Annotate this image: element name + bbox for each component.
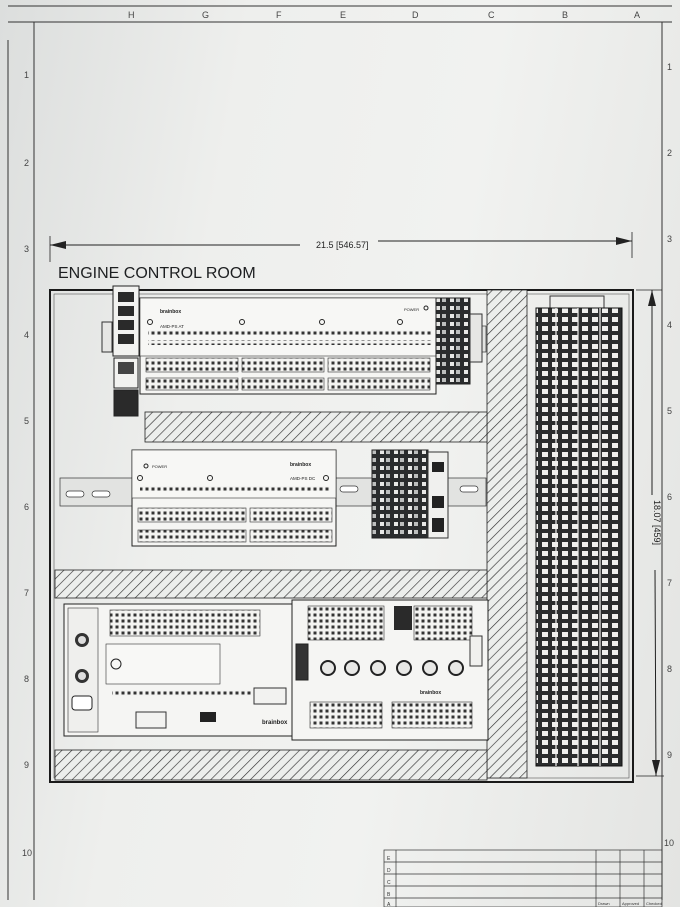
zone-number: 1 xyxy=(24,70,29,80)
zone-number: 3 xyxy=(667,234,672,244)
zone-number: 5 xyxy=(24,416,29,426)
top-zone-letters: H G F E D C B A xyxy=(128,10,640,20)
zone-number: 9 xyxy=(667,750,672,760)
revision-letter: E xyxy=(387,856,391,862)
revision-letter: B xyxy=(387,892,391,898)
wire-duct-middle xyxy=(54,569,488,599)
zone-letter: E xyxy=(340,10,346,20)
zone-number: 1 xyxy=(667,62,672,72)
side-zone-numbers-right: 1 2 3 4 5 6 7 8 9 10 xyxy=(664,62,674,848)
zone-letter: F xyxy=(276,10,282,20)
title-block-footer-label: Approved xyxy=(622,901,639,906)
vertical-wire-duct xyxy=(486,289,528,779)
io-module-2-model: AMD-PS DC xyxy=(290,476,316,481)
height-dimension-label: 18.07 [459] xyxy=(652,500,662,545)
zone-number: 3 xyxy=(24,244,29,254)
title-block-labels: E D C B A Drawn Approved Checked xyxy=(387,856,662,907)
terminal-strip-right xyxy=(535,295,623,767)
io-module-1-power-led: POWER xyxy=(404,307,419,312)
zone-number: 2 xyxy=(667,148,672,158)
revision-letter: C xyxy=(387,880,391,886)
title-block-footer-label: Checked xyxy=(646,901,662,906)
zone-number: 6 xyxy=(24,502,29,512)
zone-number: 4 xyxy=(24,330,29,340)
ethernet-switch xyxy=(101,285,140,417)
zone-letter: H xyxy=(128,10,135,20)
controller-module: brainbox xyxy=(63,603,293,737)
zone-number: 7 xyxy=(24,588,29,598)
height-dimension: 18.07 [459] xyxy=(636,289,664,777)
revision-letter: A xyxy=(387,902,391,907)
zone-number: 8 xyxy=(24,674,29,684)
zone-letter: B xyxy=(562,10,568,20)
width-dimension: 21.5 [546.57] xyxy=(49,232,633,262)
zone-number: 4 xyxy=(667,320,672,330)
io-module-2: POWER brainbox AMD-PS DC xyxy=(131,449,337,547)
io-module-1: brainbox AMD-PS AT POWER xyxy=(139,297,437,395)
terminal-blocks-2 xyxy=(371,449,449,539)
title-block-footer-label: Drawn xyxy=(598,901,610,906)
io-board: brainbox xyxy=(291,599,489,741)
wire-duct-upper xyxy=(144,411,488,443)
zone-number: 7 xyxy=(667,578,672,588)
revision-letter: D xyxy=(387,868,391,874)
wire-ducts xyxy=(54,289,528,781)
page-title: ENGINE CONTROL ROOM xyxy=(58,265,256,282)
zone-number: 6 xyxy=(667,492,672,502)
drawing-frame xyxy=(7,5,672,900)
zone-number: 2 xyxy=(24,158,29,168)
zone-number: 10 xyxy=(22,848,32,858)
wire-duct-lower xyxy=(54,749,488,781)
zone-number: 5 xyxy=(667,406,672,416)
zone-number: 10 xyxy=(664,838,674,848)
io-module-2-brand: brainbox xyxy=(290,462,311,468)
controller-brand: brainbox xyxy=(262,720,288,726)
zone-letter: A xyxy=(634,10,640,20)
io-module-2-power-led: POWER xyxy=(152,464,167,469)
side-zone-numbers: 1 2 3 4 5 6 7 8 9 10 xyxy=(22,70,32,858)
zone-number: 8 xyxy=(667,664,672,674)
zone-number: 9 xyxy=(24,760,29,770)
io-module-1-model: AMD-PS AT xyxy=(160,324,184,329)
io-board-brand: brainbox xyxy=(420,690,441,696)
zone-letter: D xyxy=(412,10,419,20)
zone-letter: G xyxy=(202,10,209,20)
io-module-1-brand: brainbox xyxy=(160,309,181,315)
enclosure-outline xyxy=(49,289,634,783)
title-block xyxy=(383,849,663,907)
zone-letter: C xyxy=(488,10,495,20)
terminal-blocks-1 xyxy=(435,297,483,385)
width-dimension-label: 21.5 [546.57] xyxy=(316,240,369,250)
